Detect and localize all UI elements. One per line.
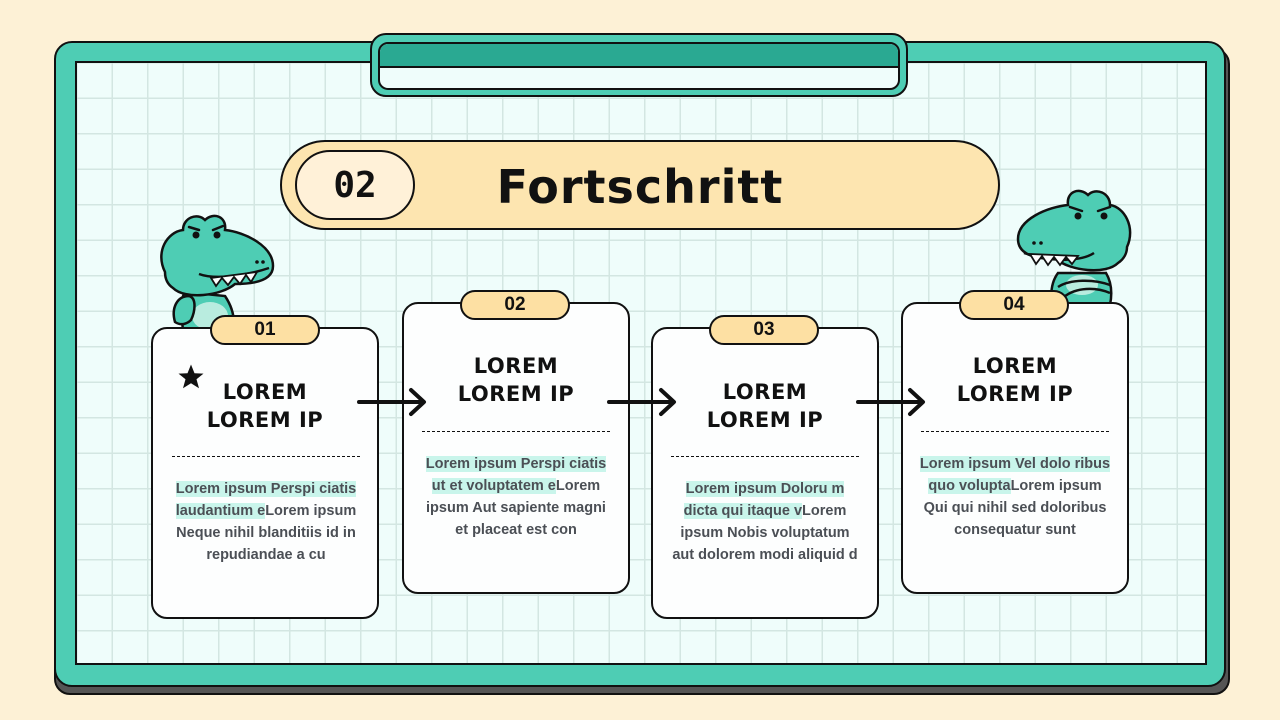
dashed-divider [172, 456, 360, 457]
step-description: Lorem ipsum Doloru m dicta qui itaque vL… [669, 478, 861, 566]
arrow-right-icon [856, 388, 925, 416]
dashed-divider [422, 431, 610, 432]
arrow-right-icon [357, 388, 426, 416]
step-title-line-2: LOREM IP [706, 408, 824, 432]
step-number-tag: 03 [709, 315, 819, 345]
step-number-tag: 01 [210, 315, 320, 345]
dashed-divider [671, 456, 859, 457]
section-number-badge: 02 [295, 150, 415, 220]
body-text: Lorem ipsum Neque nihil blanditiis id in… [176, 503, 357, 563]
step-number-tag: 04 [959, 290, 1069, 320]
body-text: Lorem ipsum Aut sapiente magni et placea… [426, 478, 606, 538]
body-text: Lorem ipsum Nobis voluptatum aut dolorem… [672, 503, 858, 563]
body-text: Lorem ipsum Qui qui nihil sed doloribus … [923, 478, 1107, 538]
step-title: LOREM LOREM IP [151, 378, 379, 434]
step-card-3 [651, 327, 879, 619]
step-title-line-1: LOREM [722, 380, 808, 404]
step-title: LOREM LOREM IP [901, 352, 1129, 408]
step-title-line-1: LOREM [972, 354, 1058, 378]
step-description: Lorem ipsum Vel dolo ribus quo voluptaLo… [919, 453, 1111, 541]
step-description: Lorem ipsum Perspi ciatis laudantium eLo… [170, 478, 362, 566]
dashed-divider [921, 431, 1109, 432]
arrow-right-icon [607, 388, 676, 416]
step-title: LOREM LOREM IP [651, 378, 879, 434]
step-title: LOREM LOREM IP [402, 352, 630, 408]
step-title-line-2: LOREM IP [457, 382, 575, 406]
crocodile-mascot-right-icon [1016, 189, 1132, 305]
step-title-line-2: LOREM IP [206, 408, 324, 432]
step-description: Lorem ipsum Perspi ciatis ut et voluptat… [420, 453, 612, 541]
step-title-line-1: LOREM [222, 380, 308, 404]
clipboard-clip-window [378, 42, 900, 90]
step-card-2 [402, 302, 630, 594]
page-title: Fortschritt [496, 160, 784, 214]
clip-band [380, 44, 898, 68]
step-number-tag: 02 [460, 290, 570, 320]
step-card-4 [901, 302, 1129, 594]
step-title-line-1: LOREM [473, 354, 559, 378]
step-title-line-2: LOREM IP [956, 382, 1074, 406]
star-icon [178, 364, 204, 389]
crocodile-mascot-left-icon [160, 214, 275, 330]
